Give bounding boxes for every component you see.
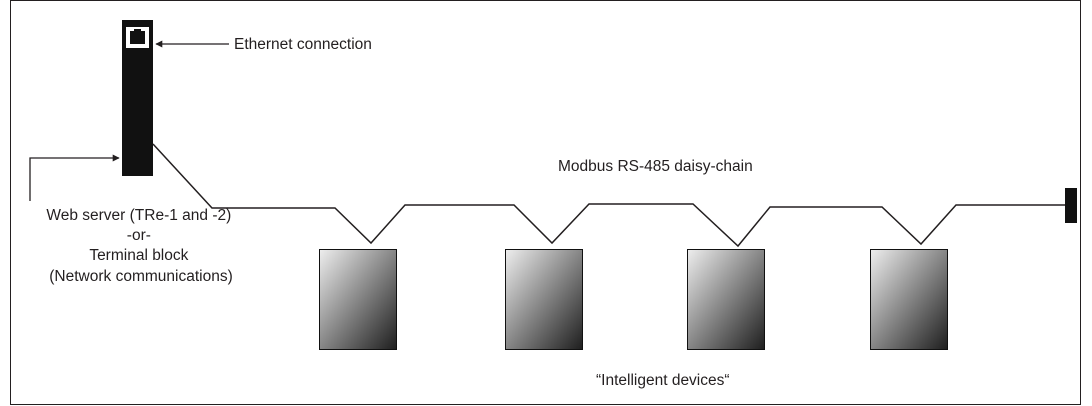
intelligent-device <box>505 249 583 350</box>
gateway-input-arrow <box>29 154 120 201</box>
gateway-caption-line: Web server (TRe-1 and -2) <box>46 207 231 224</box>
gateway-caption-line: (Network communications) <box>49 268 232 285</box>
modbus-daisy-chain-line <box>152 143 1066 248</box>
intelligent-device <box>687 249 765 350</box>
intelligent-device <box>319 249 397 350</box>
ethernet-port-icon <box>126 27 149 48</box>
bus-label: Modbus RS-485 daisy-chain <box>558 158 753 175</box>
ethernet-label: Ethernet connection <box>234 36 372 53</box>
bus-terminator <box>1065 188 1077 223</box>
gateway-caption-line: Terminal block <box>89 247 188 264</box>
devices-caption: “Intelligent devices“ <box>596 372 730 389</box>
gateway-caption: Web server (TRe-1 and -2) -or- Terminal … <box>46 207 235 285</box>
intelligent-device <box>870 249 948 350</box>
gateway-caption-line: -or- <box>127 227 151 244</box>
diagram-border <box>10 0 1081 405</box>
